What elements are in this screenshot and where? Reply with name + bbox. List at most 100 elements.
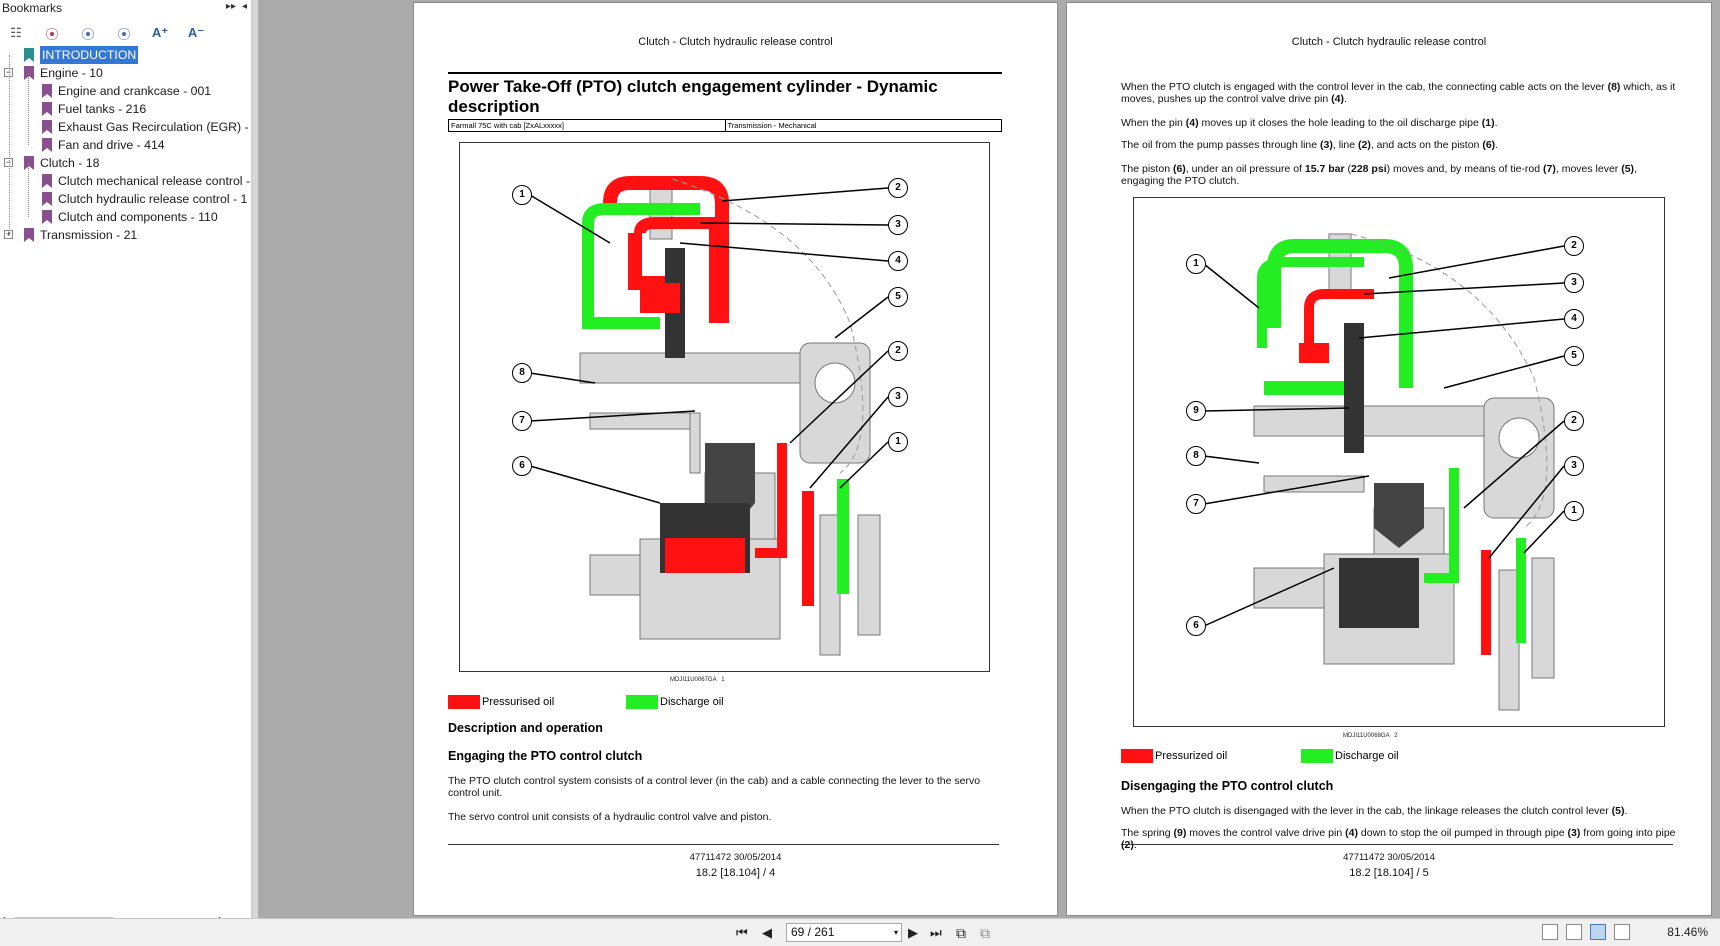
paragraph: When the PTO clutch is engaged with the … [1121,81,1676,105]
chevron-down-icon[interactable]: ▾ [893,928,898,937]
continuous-icon[interactable] [1566,924,1582,940]
footer-rule [448,844,999,845]
bookmark-item[interactable]: Engine and crankcase - 001 [0,82,252,100]
next-page-button[interactable]: ▶ [908,925,918,940]
paragraph: The piston (6), under an oil pressure of… [1121,163,1637,187]
bookmark-label: Engine and crankcase - 001 [58,84,212,98]
single-page-icon[interactable] [1542,924,1558,940]
previous-page-button[interactable]: ◀ [762,925,772,940]
applicability-table: Farmall 75C with cab [ZxALxxxxx] Transmi… [448,119,1002,132]
subsection-heading: Disengaging the PTO control clutch [1121,779,1334,793]
bookmark-item[interactable]: Exhaust Gas Recirculation (EGR) - I [0,118,252,136]
facing-continuous-icon[interactable] [1614,924,1630,940]
callout-marker: 2 [1564,411,1584,431]
collapse-icon[interactable]: − [4,157,13,167]
legend-pressurised: Pressurised oil [448,695,554,709]
font-increase-icon[interactable]: A⁺ [151,25,169,40]
expand-icon[interactable]: + [4,229,13,239]
subsection-heading: Engaging the PTO control clutch [448,749,643,763]
page-title: Power Take-Off (PTO) clutch engagement c… [448,77,938,116]
tree-line [28,163,29,217]
discharge-swatch [1301,749,1333,763]
category-cell: Transmission - Mechanical [724,120,1002,131]
bookmark-item[interactable]: Clutch hydraulic release control - 1 [0,190,252,208]
title-rule [448,72,1002,74]
callout-marker: 1 [888,432,908,452]
bookmarks-toolbar: ☷ ⦿ ⦿ ⦿ A⁺ A⁻ [4,22,208,44]
zoom-level[interactable]: 81.46% [1667,925,1708,939]
bookmark-icon [24,156,34,170]
page-number-input[interactable]: 69 / 261 ▾ [786,923,902,942]
tree-line [28,73,29,145]
bookmark-add-icon[interactable]: ⦿ [45,26,59,42]
panel-hide-icon[interactable]: ◂ [241,1,247,12]
pressurised-swatch [448,695,480,709]
callout-marker: 5 [888,287,908,307]
bookmark-icon [42,102,52,116]
bookmark-icon [42,174,52,188]
bookmark-item[interactable]: Fan and drive - 414 [0,136,252,154]
bookmark-find-icon[interactable]: ⦿ [81,26,95,42]
bookmark-item[interactable]: + Transmission - 21 [0,226,252,244]
discharge-swatch [626,695,658,709]
bookmark-label: Transmission - 21 [40,228,138,242]
go-back-icon[interactable]: ⧉ [956,925,966,941]
bookmark-icon [24,228,34,242]
panel-splitter[interactable] [252,0,258,946]
page-header: Clutch - Clutch hydraulic release contro… [638,36,833,48]
go-forward-icon[interactable]: ⧉ [980,925,990,941]
callout-marker: 3 [888,387,908,407]
callout-marker: 9 [1186,401,1206,421]
collapse-icon[interactable]: − [4,67,13,77]
callout-marker: 7 [1186,494,1206,514]
callout-marker: 8 [512,363,532,383]
bookmark-label: Fan and drive - 414 [58,138,165,152]
callout-marker: 6 [512,456,532,476]
callout-marker: 8 [1186,446,1206,466]
bookmarks-panel: Bookmarks ▸▸ ◂ ☷ ⦿ ⦿ ⦿ A⁺ A⁻ INTRODUCTIO… [0,0,252,946]
callout-marker: 6 [1186,616,1206,636]
figure-code-2: MDJI11U0068GA 2 [1343,733,1398,739]
paragraph: When the PTO clutch is disengaged with t… [1121,805,1628,817]
pressurised-swatch [1121,749,1153,763]
bookmark-icon [42,210,52,224]
paragraph: The spring (9) moves the control valve d… [1121,827,1676,851]
bookmark-item[interactable]: Clutch mechanical release control - [0,172,252,190]
bookmark-label: Exhaust Gas Recirculation (EGR) - I [58,120,252,134]
bookmark-icon [42,138,52,152]
bookmark-icon [42,84,52,98]
footer-rule [1121,844,1673,845]
bookmark-label: Engine - 10 [40,66,103,80]
bookmark-item[interactable]: − Clutch - 18 [0,154,252,172]
legend-pressurised: Pressurized oil [1121,749,1227,763]
panel-controls: ▸▸ ◂ [226,1,247,12]
footer-page-number: 18.2 [18.104] / 4 [695,867,776,879]
font-decrease-icon[interactable]: A⁻ [187,25,205,40]
bookmark-icon [24,66,34,80]
callout-marker: 4 [1564,309,1584,329]
section-heading: Description and operation [448,721,603,735]
callout-marker: 3 [1564,273,1584,293]
bookmarks-title: Bookmarks [2,1,63,15]
tree-line [9,55,10,235]
legend-discharge: Discharge oil [626,695,724,709]
bookmark-search-icon[interactable]: ⦿ [117,26,131,42]
bookmark-item[interactable]: INTRODUCTION [0,46,252,64]
legend-discharge: Discharge oil [1301,749,1399,763]
bookmark-item[interactable]: Clutch and components - 110 [0,208,252,226]
bookmark-item[interactable]: − Engine - 10 [0,64,252,82]
panel-collapse-icon[interactable]: ▸▸ [225,1,236,12]
callout-marker: 7 [512,411,532,431]
callout-marker: 3 [888,215,908,235]
bookmark-tree: INTRODUCTION − Engine - 10 Engine and crank… [0,46,252,244]
bookmark-item[interactable]: Fuel tanks - 216 [0,100,252,118]
last-page-button[interactable]: ⏭ [930,925,942,940]
facing-icon[interactable] [1590,924,1606,940]
first-page-button[interactable]: ⏮ [736,925,748,940]
expand-all-icon[interactable]: ☷ [10,25,22,40]
figure-code-1: MDJI11U0067GA 1 [670,677,725,683]
bookmark-label: Clutch - 18 [40,156,100,170]
callout-marker: 5 [1564,346,1584,366]
callout-marker: 2 [888,341,908,361]
